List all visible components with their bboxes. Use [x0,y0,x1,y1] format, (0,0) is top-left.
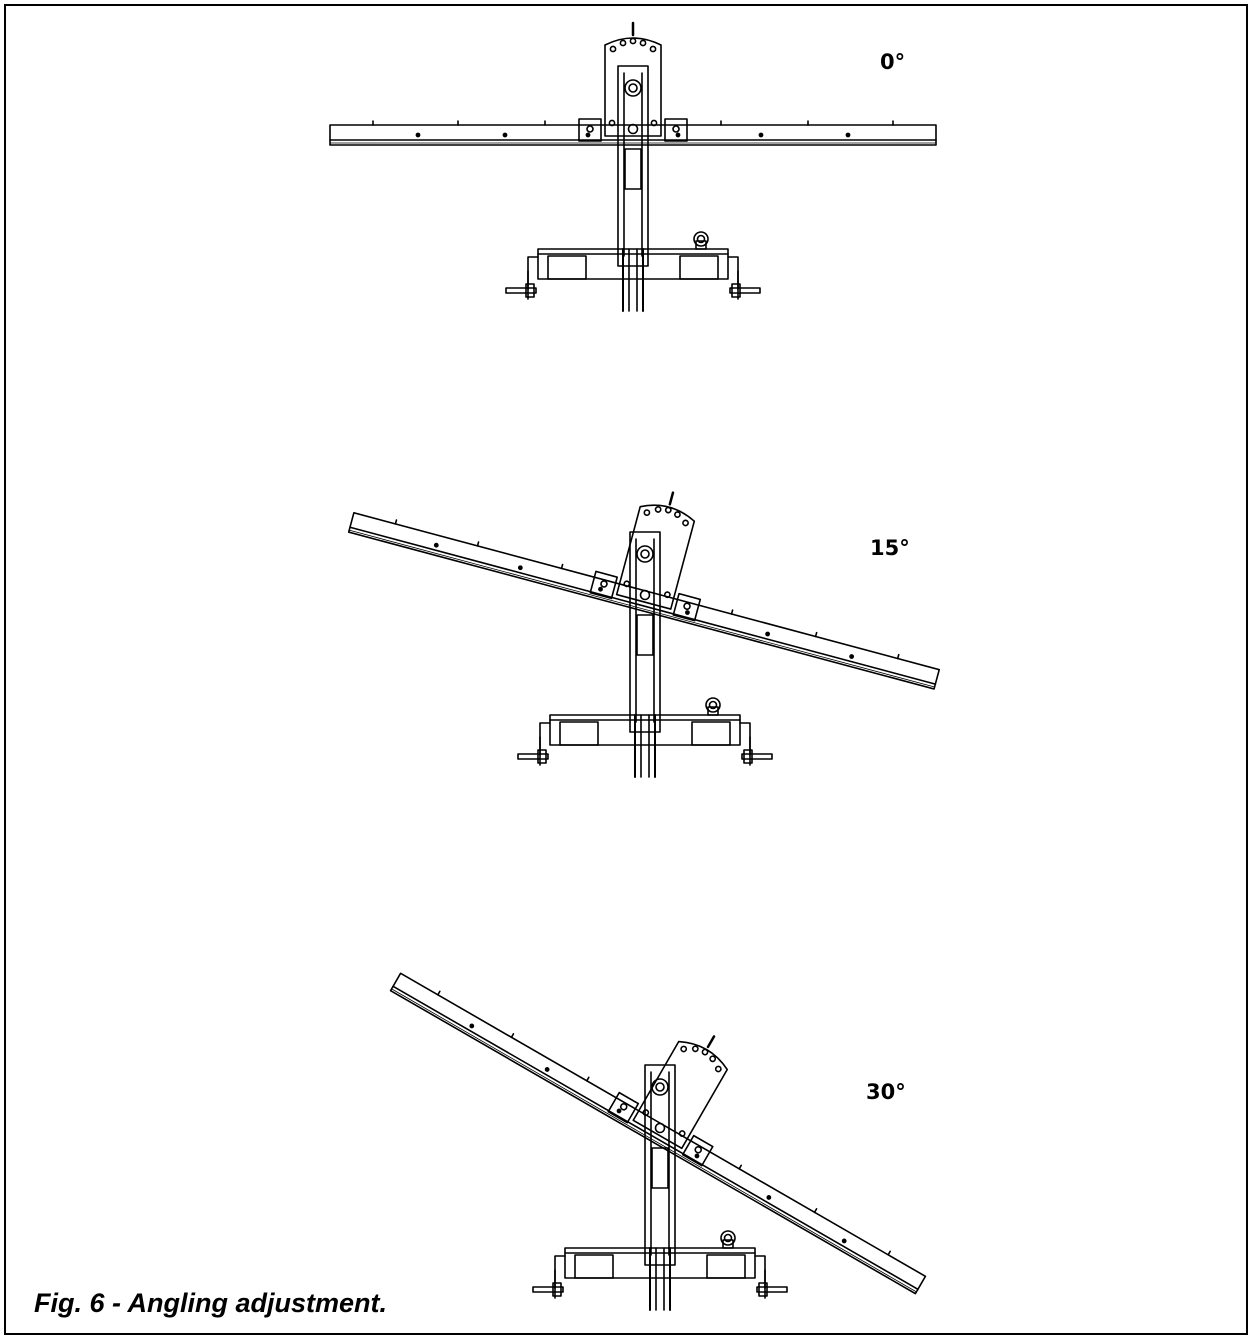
figure-caption: Fig. 6 - Angling adjustment. [34,1288,387,1318]
view-0-assembly [329,21,937,312]
view-15-right-lift-pin [741,753,773,760]
view-15-cross-frame [549,714,741,746]
view-15-left-clamp [589,570,618,600]
view-30-right-lift-pin [756,1286,788,1293]
view-0-cross-frame [537,248,729,280]
view-0-left-clamp [578,118,602,142]
view-15-main-post [629,531,661,733]
view-0-pivot-bolt [624,79,642,97]
view-15-spring [705,697,721,713]
view-30-blade [389,972,927,1295]
view-0-angle-plate [604,37,662,137]
view-30-cross-frame [564,1247,756,1279]
view-0-right-clamp [664,118,688,142]
view-0-left-lift-pin [505,287,537,294]
figure-frame [4,4,1248,1335]
view-30-pivot-bolt [651,1078,669,1096]
view-0-right-lift-pin [729,287,761,294]
view-15-blade [347,511,941,690]
view-15-assembly [347,491,941,778]
angle-label-30: 30° [866,1080,906,1104]
view-0-center-pin [627,123,639,135]
view-15-right-clamp [672,592,702,622]
view-0-spring [693,231,709,247]
view-15-center-pin [639,589,651,601]
view-15-angle-plate [615,504,696,610]
angle-label-0: 0° [880,50,906,74]
view-30-left-lift-pin [532,1286,564,1293]
angle-label-15: 15° [870,536,910,560]
view-0-blade [329,124,937,146]
view-15-left-lift-pin [517,753,549,760]
view-30-center-pin [654,1122,666,1134]
view-0-main-post [617,65,649,267]
view-30-assembly [389,972,927,1311]
view-15-pivot-bolt [636,545,654,563]
view-30-angle-plate [632,1040,729,1150]
view-15-blade-group [347,491,941,690]
view-30-right-clamp [681,1134,714,1167]
view-30-main-post [644,1064,676,1266]
view-30-spring [720,1230,736,1246]
view-30-left-clamp [607,1091,640,1124]
